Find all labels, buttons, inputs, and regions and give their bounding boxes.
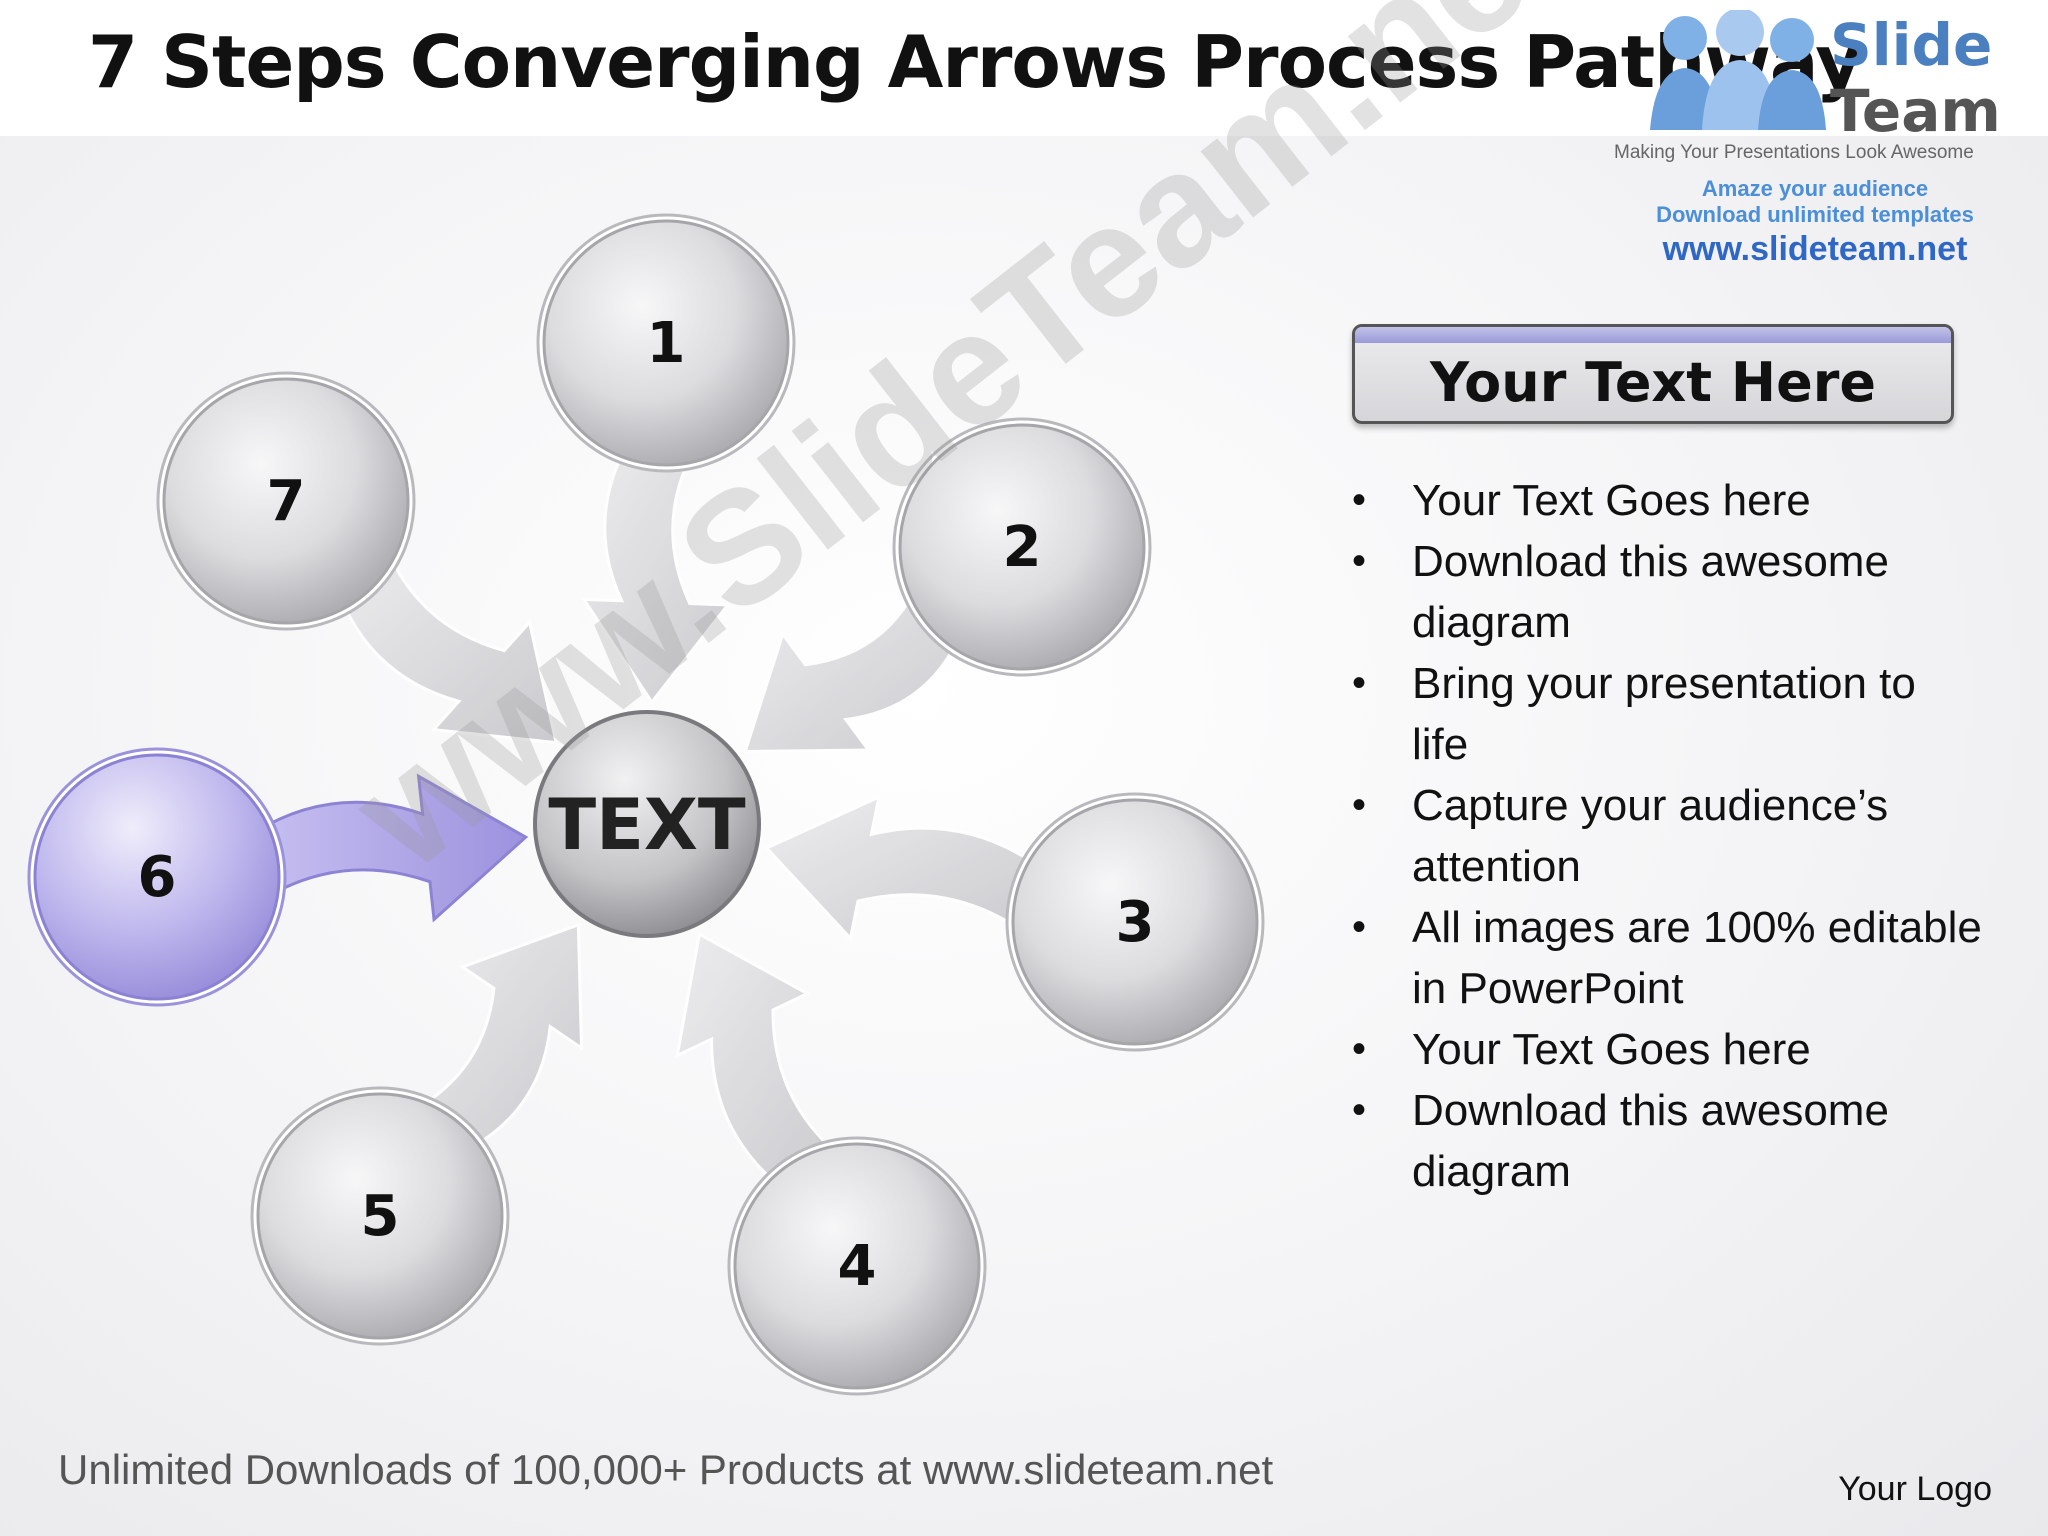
bullet-item: Bring your presentation to life (1344, 653, 1984, 775)
step-node-4: 4 (727, 1136, 987, 1396)
logo-tagline: Making Your Presentations Look Awesome (1614, 142, 1974, 163)
bullet-item: Your Text Goes here (1344, 1019, 1984, 1080)
bullet-item: Capture your audience’s attention (1344, 775, 1984, 897)
arrow-step-5 (406, 922, 584, 1153)
arrow-step-3 (764, 794, 1044, 942)
logo-brand: Slide Team (1830, 12, 2001, 144)
step-label-3: 3 (1116, 890, 1155, 955)
logo-line-download: Download unlimited templates (1656, 202, 1974, 227)
step-node-6: 6 (27, 747, 287, 1007)
logo-line-amaze: Amaze your audience (1701, 176, 1929, 201)
step-label-5: 5 (361, 1184, 400, 1249)
arrow-step-1 (580, 442, 731, 705)
logo-brand-top: Slide (1830, 11, 1993, 79)
arrow-step-2 (743, 577, 962, 754)
logo-url-link[interactable]: www.slideteam.net (1662, 230, 1968, 268)
people-logo-icon (1650, 10, 1826, 130)
step-label-4: 4 (838, 1234, 877, 1299)
heading-text: Your Text Here (1430, 351, 1876, 414)
step-label-6: 6 (138, 845, 177, 910)
step-label-1: 1 (647, 311, 686, 376)
bullet-item: Download this awesome diagram (1344, 531, 1984, 653)
logo-brand-bottom: Team (1830, 77, 2001, 145)
step-node-7: 7 (156, 371, 416, 631)
step-label-7: 7 (267, 469, 306, 534)
your-logo-placeholder: Your Logo (1838, 1470, 1992, 1508)
center-node: TEXT (533, 710, 761, 938)
arrows-layer (253, 442, 1044, 1191)
step-node-5: 5 (250, 1086, 510, 1346)
slideteam-logo[interactable]: Slide Team Making Your Presentations Loo… (1610, 6, 2030, 268)
step-node-3: 3 (1005, 792, 1265, 1052)
heading-box: Your Text Here (1352, 324, 1954, 424)
arrow-step-4 (675, 931, 847, 1191)
bullet-item: Your Text Goes here (1344, 470, 1984, 531)
bullet-item: All images are 100% editable in PowerPoi… (1344, 897, 1984, 1019)
bullet-item: Download this awesome diagram (1344, 1080, 1984, 1202)
arrow-step-6 (253, 773, 529, 923)
step-node-1: 1 (536, 213, 796, 473)
arrow-step-7 (337, 540, 558, 745)
nodes-layer: 1 2 3 4 5 6 7 (27, 213, 1265, 1396)
step-label-2: 2 (1003, 515, 1042, 580)
step-node-2: 2 (892, 417, 1152, 677)
heading-accent-band (1355, 327, 1951, 343)
bullet-list: Your Text Goes here Download this awesom… (1344, 470, 1984, 1202)
center-label: TEXT (548, 784, 746, 866)
footer-text: Unlimited Downloads of 100,000+ Products… (58, 1446, 1274, 1493)
slide-title: 7 Steps Converging Arrows Process Pathwa… (88, 20, 1862, 104)
